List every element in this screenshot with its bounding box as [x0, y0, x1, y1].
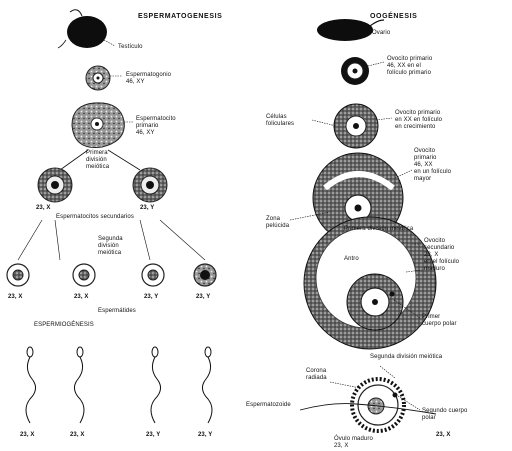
spermatid-cell-3: [142, 264, 164, 286]
label-first-polar-body: Primer cuerpo polar: [422, 314, 457, 328]
karyotype-spermatid-2: 23, X: [74, 294, 89, 301]
primary-oocyte-growing-follicle: [334, 104, 378, 148]
label-first-meiotic-division: Primera división meiótica: [86, 150, 109, 171]
spermatozoon-1: [26, 347, 36, 423]
karyotype-spermatid-3: 23, Y: [144, 294, 158, 301]
label-second-polar-body: Segundo cuerpo polar: [422, 408, 467, 422]
karyotype-sperm-4: 23, Y: [198, 432, 212, 439]
karyotype-secondary-left: 23, X: [36, 205, 51, 212]
primary-oocyte-primordial-follicle: [341, 57, 369, 85]
karyotype-sperm-1: 23, X: [20, 432, 35, 439]
label-spermatogonium: Espermatogonio 46, XY: [126, 72, 171, 86]
spermatogonium-cell: [86, 66, 110, 90]
label-secondary-spermatocytes: Espermatocitos secundarios: [56, 214, 134, 221]
karyotype-sperm-2: 23, X: [70, 432, 85, 439]
label-first-meiotic-division-oocyte: Primera división meiótica: [344, 226, 413, 233]
fertilized-ovum: [352, 379, 404, 431]
label-primary-spermatocyte: Espermatocito primario 46, XY: [136, 116, 176, 137]
label-second-meiotic-division: Segunda división meiótica: [98, 236, 123, 257]
karyotype-spermatid-1: 23, X: [8, 294, 23, 301]
label-ovary: Ovario: [372, 30, 390, 37]
title-spermatogenesis: ESPERMATOGENESIS: [138, 13, 222, 20]
title-oogenesis: OOGÉNESIS: [370, 13, 417, 20]
primary-spermatocyte-cell: [72, 103, 124, 148]
label-corona-radiata: Corona radiada: [306, 368, 327, 382]
secondary-spermatocyte-cell-right: [133, 168, 167, 202]
karyotype-secondary-right: 23, Y: [140, 205, 154, 212]
karyotype-spermatid-4: 23, Y: [196, 294, 210, 301]
secondary-spermatocyte-cell-left: [38, 168, 72, 202]
spermatozoon-4: [202, 347, 212, 423]
label-spermatids: Espermátides: [98, 308, 136, 315]
label-spermatozoon: Espermatozoide: [246, 402, 291, 409]
label-second-meiotic-division-oocyte: Segunda división meiótica: [370, 354, 442, 361]
label-follicular-cells: Células foliculares: [266, 114, 294, 128]
spermatid-cell-1: [7, 264, 29, 286]
karyotype-sperm-3: 23, Y: [146, 432, 160, 439]
karyotype-second-polar-body: 23, X: [436, 432, 451, 439]
spermatozoon-3: [151, 347, 161, 423]
label-mature-ovum: Óvulo maduro 23, X: [334, 436, 373, 450]
label-primary-oocyte-primordial: Ovocito primario 46, XX en el folículo p…: [387, 56, 432, 77]
label-antrum: Antro: [344, 256, 359, 263]
label-testis: Testículo: [118, 44, 143, 51]
mature-follicle: [304, 217, 436, 349]
spermatid-cell-4: [194, 264, 216, 286]
spermatid-cell-2: [73, 264, 95, 286]
testis-drawing: [58, 10, 107, 48]
label-primary-oocyte-growing: Ovocito primario en XX en folículo en cr…: [395, 110, 442, 131]
label-spermiogenesis: ESPERMIOGÉNESIS: [34, 322, 94, 329]
label-secondary-oocyte: Ovocito secundario 23, X en el folículo …: [424, 238, 459, 273]
spermatozoon-2: [74, 347, 84, 423]
label-primary-oocyte-larger: Ovocito primario 46, XX en un folículo m…: [414, 148, 451, 183]
label-zona-pellucida: Zona pelúcida: [266, 216, 289, 230]
